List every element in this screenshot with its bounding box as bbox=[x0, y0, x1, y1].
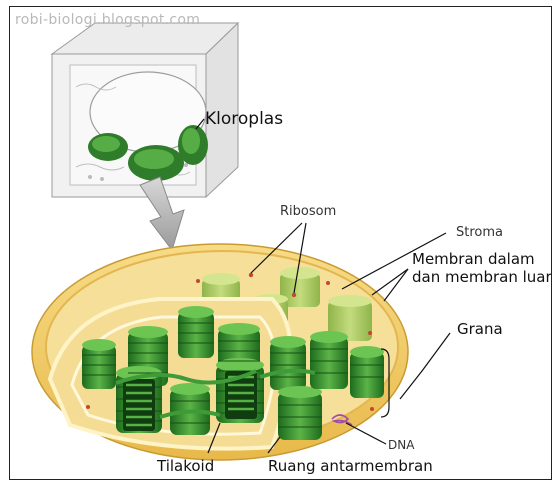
chloroplast-illustration bbox=[10, 7, 551, 479]
label-stroma: Stroma bbox=[456, 226, 503, 241]
label-kloroplas: Kloroplas bbox=[205, 110, 283, 130]
label-membran: Membran dalam dan membran luar bbox=[412, 250, 552, 286]
label-ruang-antarmembran: Ruang antarmembran bbox=[268, 458, 433, 475]
diagram-frame: robi-biologi.blogspot.com Kloroplas Ribo… bbox=[9, 6, 552, 480]
cell-chloroplast bbox=[178, 125, 208, 165]
chloroplast bbox=[32, 244, 408, 460]
cell-chloroplast bbox=[88, 133, 128, 161]
label-tilakoid: Tilakoid bbox=[157, 458, 214, 475]
label-dna: DNA bbox=[388, 439, 414, 453]
cell-chloroplast bbox=[128, 145, 184, 181]
label-grana: Grana bbox=[457, 321, 503, 338]
label-ribosom: Ribosom bbox=[280, 205, 336, 220]
watermark-text: robi-biologi.blogspot.com bbox=[15, 12, 200, 28]
